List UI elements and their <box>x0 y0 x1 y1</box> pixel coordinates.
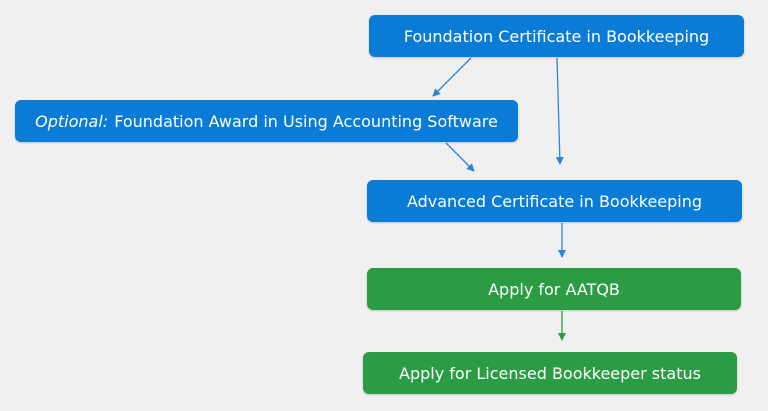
foundation-award-label: Foundation Award in Using Accounting Sof… <box>114 111 498 131</box>
apply-licensed-label: Apply for Licensed Bookkeeper status <box>399 363 701 383</box>
apply-aatqb-label: Apply for AATQB <box>488 279 620 299</box>
optional-prefix: Optional: <box>35 111 109 131</box>
arrow-foundation-to-award <box>432 57 472 97</box>
arrow-foundation-to-advanced <box>555 57 564 165</box>
advanced-certificate-node: Advanced Certificate in Bookkeeping <box>367 180 742 222</box>
apply-aatqb-node: Apply for AATQB <box>367 268 741 310</box>
foundation-certificate-label: Foundation Certificate in Bookkeeping <box>403 26 710 46</box>
foundation-certificate-node: Foundation Certificate in Bookkeeping <box>369 15 744 57</box>
foundation-award-node: Optional: Foundation Award in Using Acco… <box>15 100 518 142</box>
arrow-award-to-advanced <box>445 142 475 172</box>
apply-licensed-node: Apply for Licensed Bookkeeper status <box>363 352 737 394</box>
advanced-certificate-label: Advanced Certificate in Bookkeeping <box>406 191 703 211</box>
